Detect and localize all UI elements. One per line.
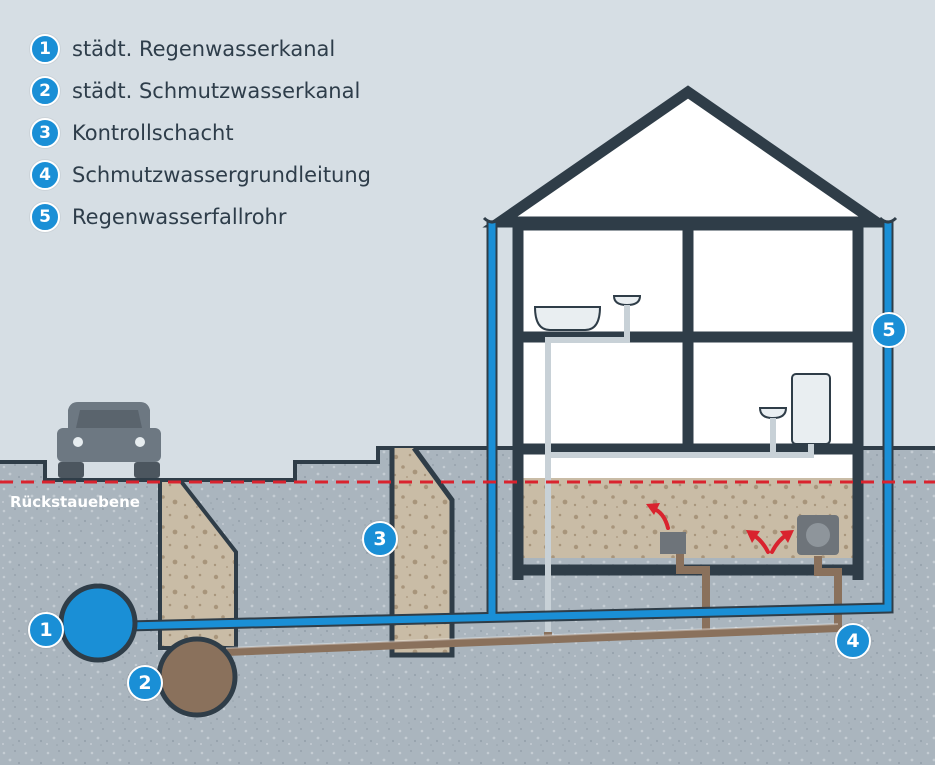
legend-item: 1 städt. Regenwasserkanal (30, 28, 371, 70)
marker-inspection-shaft: 3 (362, 521, 398, 557)
legend-label: Kontrollschacht (72, 121, 234, 145)
fixtures (533, 295, 831, 445)
marker-rainwater-downpipe: 5 (871, 312, 907, 348)
legend-item: 5 Regenwasserfallrohr (30, 196, 371, 238)
marker-rainwater-sewer: 1 (28, 612, 64, 648)
wastewater-sewer-pipe (156, 636, 238, 718)
roof (482, 85, 894, 228)
number-badge: 5 (30, 202, 60, 232)
legend-item: 4 Schmutzwassergrundleitung (30, 154, 371, 196)
number-badge: 4 (30, 160, 60, 190)
legend-label: Regenwasserfallrohr (72, 205, 287, 229)
ground-surface-line (0, 446, 935, 482)
number-badge: 3 (30, 118, 60, 148)
legend-item: 2 städt. Schmutzwasserkanal (30, 70, 371, 112)
rainwater-sewer-pipe (58, 583, 138, 663)
internal-drain-pipes (545, 305, 814, 640)
inspection-shaft (389, 446, 455, 658)
floor-drain (660, 532, 686, 554)
wastewater-pipes (225, 554, 842, 656)
number-badge: 1 (30, 34, 60, 64)
marker-wastewater-ground-pipe: 4 (835, 623, 871, 659)
legend-label: Schmutzwassergrundleitung (72, 163, 372, 187)
marker-wastewater-sewer: 2 (127, 665, 163, 701)
legend-item: 3 Kontrollschacht (30, 112, 371, 154)
backflow-level-label: Rückstauebene (10, 493, 140, 511)
number-badge: 2 (30, 76, 60, 106)
legend-label: städt. Regenwasserkanal (72, 37, 336, 61)
legend: 1 städt. Regenwasserkanal 2 städt. Schmu… (30, 28, 371, 238)
legend-label: städt. Schmutzwasserkanal (72, 79, 361, 103)
car-icon (57, 402, 161, 478)
